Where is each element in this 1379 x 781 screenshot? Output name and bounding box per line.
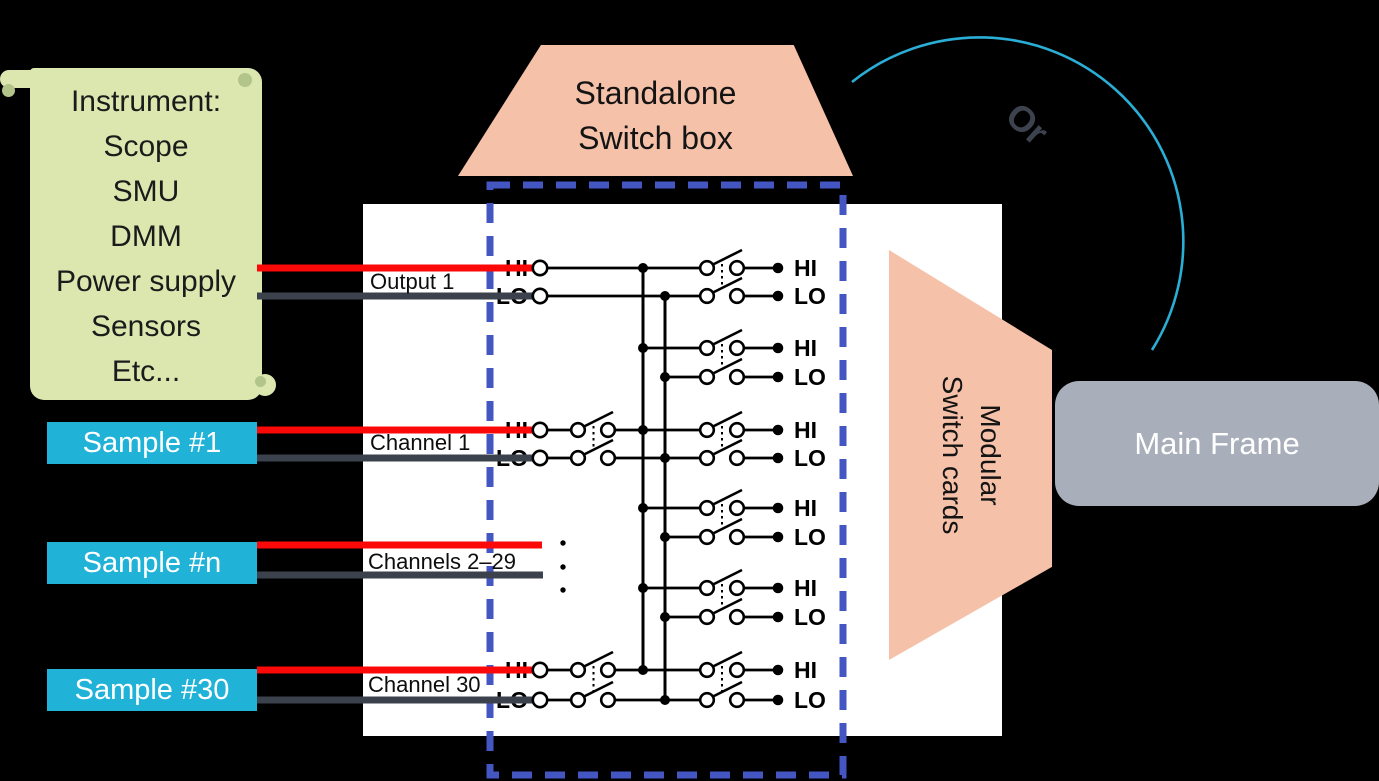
note-line: SMU bbox=[112, 175, 180, 208]
main-frame-box: Main Frame bbox=[1055, 381, 1379, 506]
sample-30-box: Sample #30 bbox=[47, 669, 257, 711]
note-scroll-curl-left bbox=[2, 84, 15, 97]
note-body: Instrument: Scope SMU DMM Power supply S… bbox=[30, 68, 262, 400]
sample-1-box: Sample #1 bbox=[47, 422, 257, 464]
sample-30-label: Sample #30 bbox=[74, 673, 230, 706]
row-label-channel-30: Channel 30 bbox=[368, 672, 481, 697]
note-scroll-curl-bottom-right bbox=[254, 374, 276, 396]
note-line: DMM bbox=[110, 220, 182, 253]
note-line: Etc... bbox=[111, 355, 181, 388]
sample-n-box: Sample #n bbox=[47, 542, 257, 584]
main-frame-label: Main Frame bbox=[1134, 425, 1300, 461]
modular-switch-cards-label: Modular Switch cards bbox=[933, 275, 1009, 635]
note-scroll-curl-dot bbox=[255, 376, 266, 387]
row-label-output-1: Output 1 bbox=[370, 269, 455, 294]
sample-1-label: Sample #1 bbox=[82, 426, 222, 459]
or-label: Or bbox=[998, 94, 1057, 153]
sample-n-label: Sample #n bbox=[82, 546, 222, 579]
modular-switch-cards-shape: Modular Switch cards bbox=[889, 250, 1052, 660]
row-label-channels-2-29: Channels 2–29 bbox=[368, 549, 517, 574]
note-line: Scope bbox=[103, 130, 189, 163]
modular-label-line2: Switch cards bbox=[936, 375, 968, 535]
note-scroll-curl-top-right bbox=[238, 73, 252, 87]
standalone-label-line1: Standalone bbox=[574, 74, 737, 111]
note-line: Instrument: bbox=[70, 85, 222, 118]
instrument-note: Instrument: Scope SMU DMM Power supply S… bbox=[0, 68, 292, 420]
modular-label-line1: Modular bbox=[974, 404, 1006, 506]
note-line: Power supply bbox=[55, 265, 237, 298]
standalone-label-line2: Switch box bbox=[578, 119, 733, 156]
row-label-channel-1: Channel 1 bbox=[370, 430, 471, 455]
note-line: Sensors bbox=[90, 310, 202, 343]
standalone-switch-box-shape: Standalone Switch box bbox=[458, 45, 853, 176]
